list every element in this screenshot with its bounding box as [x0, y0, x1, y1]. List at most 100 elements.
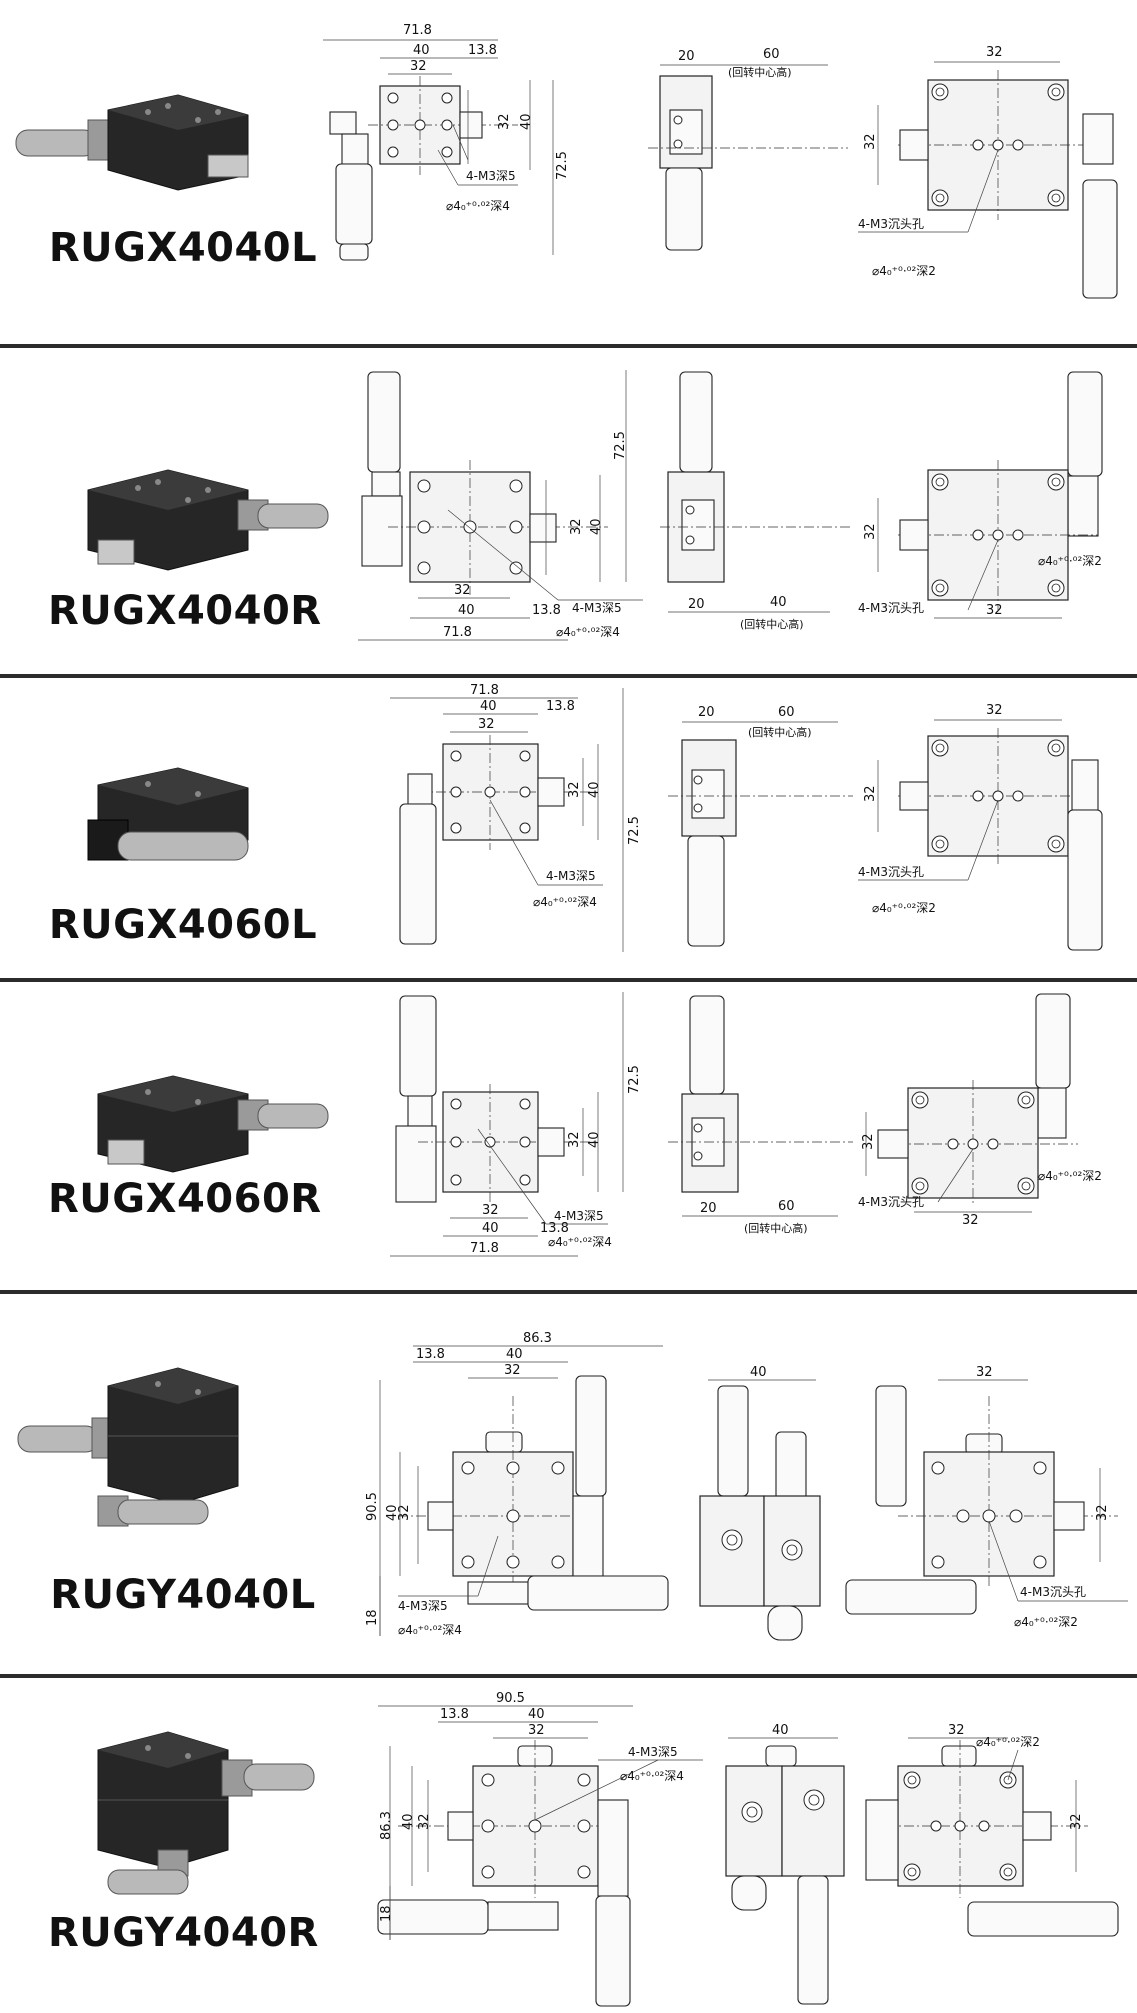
section-divider — [0, 674, 1137, 678]
back-view-drawing: 32 32 ⌀4₀⁺⁰·⁰²深2 — [858, 1680, 1133, 2013]
section-rugx4040l: RUGX4040L 71.8 40 13.8 32 32 — [0, 0, 1137, 345]
section-divider — [0, 344, 1137, 348]
side-view-drawing: 20 40 (回转中心高) — [660, 350, 860, 675]
product-photo — [8, 1356, 338, 1556]
front-view-drawing: 86.3 13.8 40 32 32 40 90.5 — [358, 1296, 688, 1674]
note-m3: 4-M3深5 — [628, 1745, 678, 1759]
dim-rot-height: 60 — [778, 705, 795, 720]
dim-back-side: 32 — [863, 523, 878, 540]
dim-back-top: 32 — [976, 1365, 993, 1380]
dim-side-width: 40 — [772, 1723, 789, 1738]
note-back-dowel: ⌀4₀⁺⁰·⁰²深2 — [1038, 1169, 1102, 1183]
section-rugy4040r: RUGY4040R 90.5 13.8 40 32 86.3 — [0, 1680, 1137, 2013]
section-rugx4060r: RUGX4060R 32 40 13.8 71.8 32 40 — [0, 984, 1137, 1290]
dim-back-side: 32 — [863, 785, 878, 802]
model-name: RUGX4040R — [48, 588, 322, 634]
rot-center-label: (回转中心高) — [748, 725, 812, 739]
dim-side-outer: 40 — [385, 1504, 400, 1521]
note-dowel: ⌀4₀⁺⁰·⁰²深4 — [556, 625, 620, 639]
dim-inner: 32 — [478, 717, 495, 732]
dim-offset: 13.8 — [532, 603, 561, 618]
model-name: RUGX4060L — [48, 902, 318, 948]
dim-offset: 13.8 — [546, 699, 575, 714]
dim-back-top: 32 — [986, 703, 1003, 718]
dim-side-outer: 40 — [589, 518, 604, 535]
dim-side-inner: 32 — [569, 518, 584, 535]
dim-rot-height: 60 — [778, 1199, 795, 1214]
dim-outer: 40 — [482, 1221, 499, 1236]
note-back-m3: 4-M3沉头孔 — [1020, 1585, 1086, 1599]
dim-side-width: 20 — [688, 597, 705, 612]
dim-outer: 40 — [528, 1707, 545, 1722]
dim-back-side: 32 — [863, 133, 878, 150]
back-view-drawing: 32 32 4-M3沉头孔 ⌀4₀⁺⁰·⁰²深2 — [858, 680, 1133, 978]
dim-overall-width: 71.8 — [470, 1241, 499, 1256]
dim-side-width: 20 — [700, 1201, 717, 1216]
note-m3: 4-M3深5 — [572, 601, 622, 615]
front-view-drawing: 71.8 40 13.8 32 32 40 72.5 — [318, 10, 648, 330]
section-divider — [0, 1674, 1137, 1678]
dim-overall-width: 71.8 — [470, 683, 499, 698]
note-back-m3: 4-M3沉头孔 — [858, 1195, 924, 1209]
dim-side-width: 20 — [678, 49, 695, 64]
section-divider — [0, 1290, 1137, 1294]
dim-overall-width: 71.8 — [403, 23, 432, 38]
back-view-drawing: 32 32 4-M3沉头孔 ⌀4₀⁺⁰·⁰²深2 — [858, 984, 1133, 1290]
dim-back-top: 32 — [986, 603, 1003, 618]
dim-back-side: 32 — [1069, 1813, 1084, 1830]
model-name: RUGY4040R — [48, 1910, 319, 1956]
note-back-dowel: ⌀4₀⁺⁰·⁰²深2 — [872, 264, 936, 278]
dim-side-inner: 32 — [397, 1504, 412, 1521]
dim-inner: 32 — [454, 583, 471, 598]
dim-side-width: 40 — [750, 1365, 767, 1380]
dim-side-inner: 32 — [497, 113, 512, 130]
dim-back-top: 32 — [948, 1723, 965, 1738]
note-m3: 4-M3深5 — [466, 169, 516, 183]
note-dowel: ⌀4₀⁺⁰·⁰²深4 — [446, 199, 510, 213]
front-view-drawing: 32 40 13.8 71.8 32 40 72.5 4-M3深5 ⌀4₀⁺⁰·… — [378, 984, 668, 1290]
note-m3: 4-M3深5 — [554, 1209, 604, 1223]
dim-height: 90.5 — [365, 1492, 380, 1521]
dim-offset: 13.8 — [468, 43, 497, 58]
dim-side-outer: 40 — [519, 113, 534, 130]
note-back-dowel: ⌀4₀⁺⁰·⁰²深2 — [1014, 1615, 1078, 1629]
dim-rot-height: 40 — [770, 595, 787, 610]
back-view-drawing: 32 32 4-M3沉头孔 ⌀4₀⁺⁰·⁰²深2 — [838, 1296, 1133, 1674]
product-photo — [8, 1720, 338, 1920]
section-divider — [0, 978, 1137, 982]
model-name: RUGX4060R — [48, 1176, 322, 1222]
dim-outer: 40 — [413, 43, 430, 58]
rot-center-label: (回转中心高) — [740, 617, 804, 631]
dim-side-outer: 40 — [587, 1131, 602, 1148]
product-photo — [8, 460, 338, 580]
note-back-dowel: ⌀4₀⁺⁰·⁰²深2 — [976, 1735, 1040, 1749]
product-photo — [8, 80, 338, 200]
note-back-dowel: ⌀4₀⁺⁰·⁰²深2 — [872, 901, 936, 915]
back-view-drawing: 32 32 4-M3沉头孔 ⌀4₀⁺⁰·⁰²深2 — [858, 350, 1133, 675]
dim-foot: 18 — [365, 1609, 380, 1626]
note-back-m3: 4-M3沉头孔 — [858, 217, 924, 231]
dim-outer: 40 — [480, 699, 497, 714]
dim-height: 86.3 — [379, 1811, 394, 1840]
dim-side-inner: 32 — [567, 1131, 582, 1148]
rot-center-label: (回转中心高) — [728, 65, 792, 79]
note-back-m3: 4-M3沉头孔 — [858, 601, 924, 615]
front-view-drawing: 32 40 13.8 71.8 32 40 72.5 4-M3深5 ⌀4₀⁺⁰·… — [348, 350, 648, 675]
note-back-dowel: ⌀4₀⁺⁰·⁰²深2 — [1038, 554, 1102, 568]
dim-offset: 13.8 — [416, 1347, 445, 1362]
note-m3: 4-M3深5 — [398, 1599, 448, 1613]
dim-side-inner: 32 — [567, 781, 582, 798]
dim-height: 72.5 — [555, 151, 570, 180]
product-photo — [8, 1064, 338, 1184]
dim-side-outer: 40 — [401, 1813, 416, 1830]
dim-inner: 32 — [504, 1363, 521, 1378]
note-dowel: ⌀4₀⁺⁰·⁰²深4 — [548, 1235, 612, 1249]
dim-foot: 18 — [379, 1905, 394, 1922]
note-back-m3: 4-M3沉头孔 — [858, 865, 924, 879]
dim-back-side: 32 — [861, 1133, 876, 1150]
dim-overall-width: 90.5 — [496, 1691, 525, 1706]
side-view-drawing: 60 (回转中心高) 20 — [668, 680, 858, 978]
note-dowel: ⌀4₀⁺⁰·⁰²深4 — [398, 1623, 462, 1637]
note-dowel: ⌀4₀⁺⁰·⁰²深4 — [620, 1769, 684, 1783]
dim-side-outer: 40 — [587, 781, 602, 798]
